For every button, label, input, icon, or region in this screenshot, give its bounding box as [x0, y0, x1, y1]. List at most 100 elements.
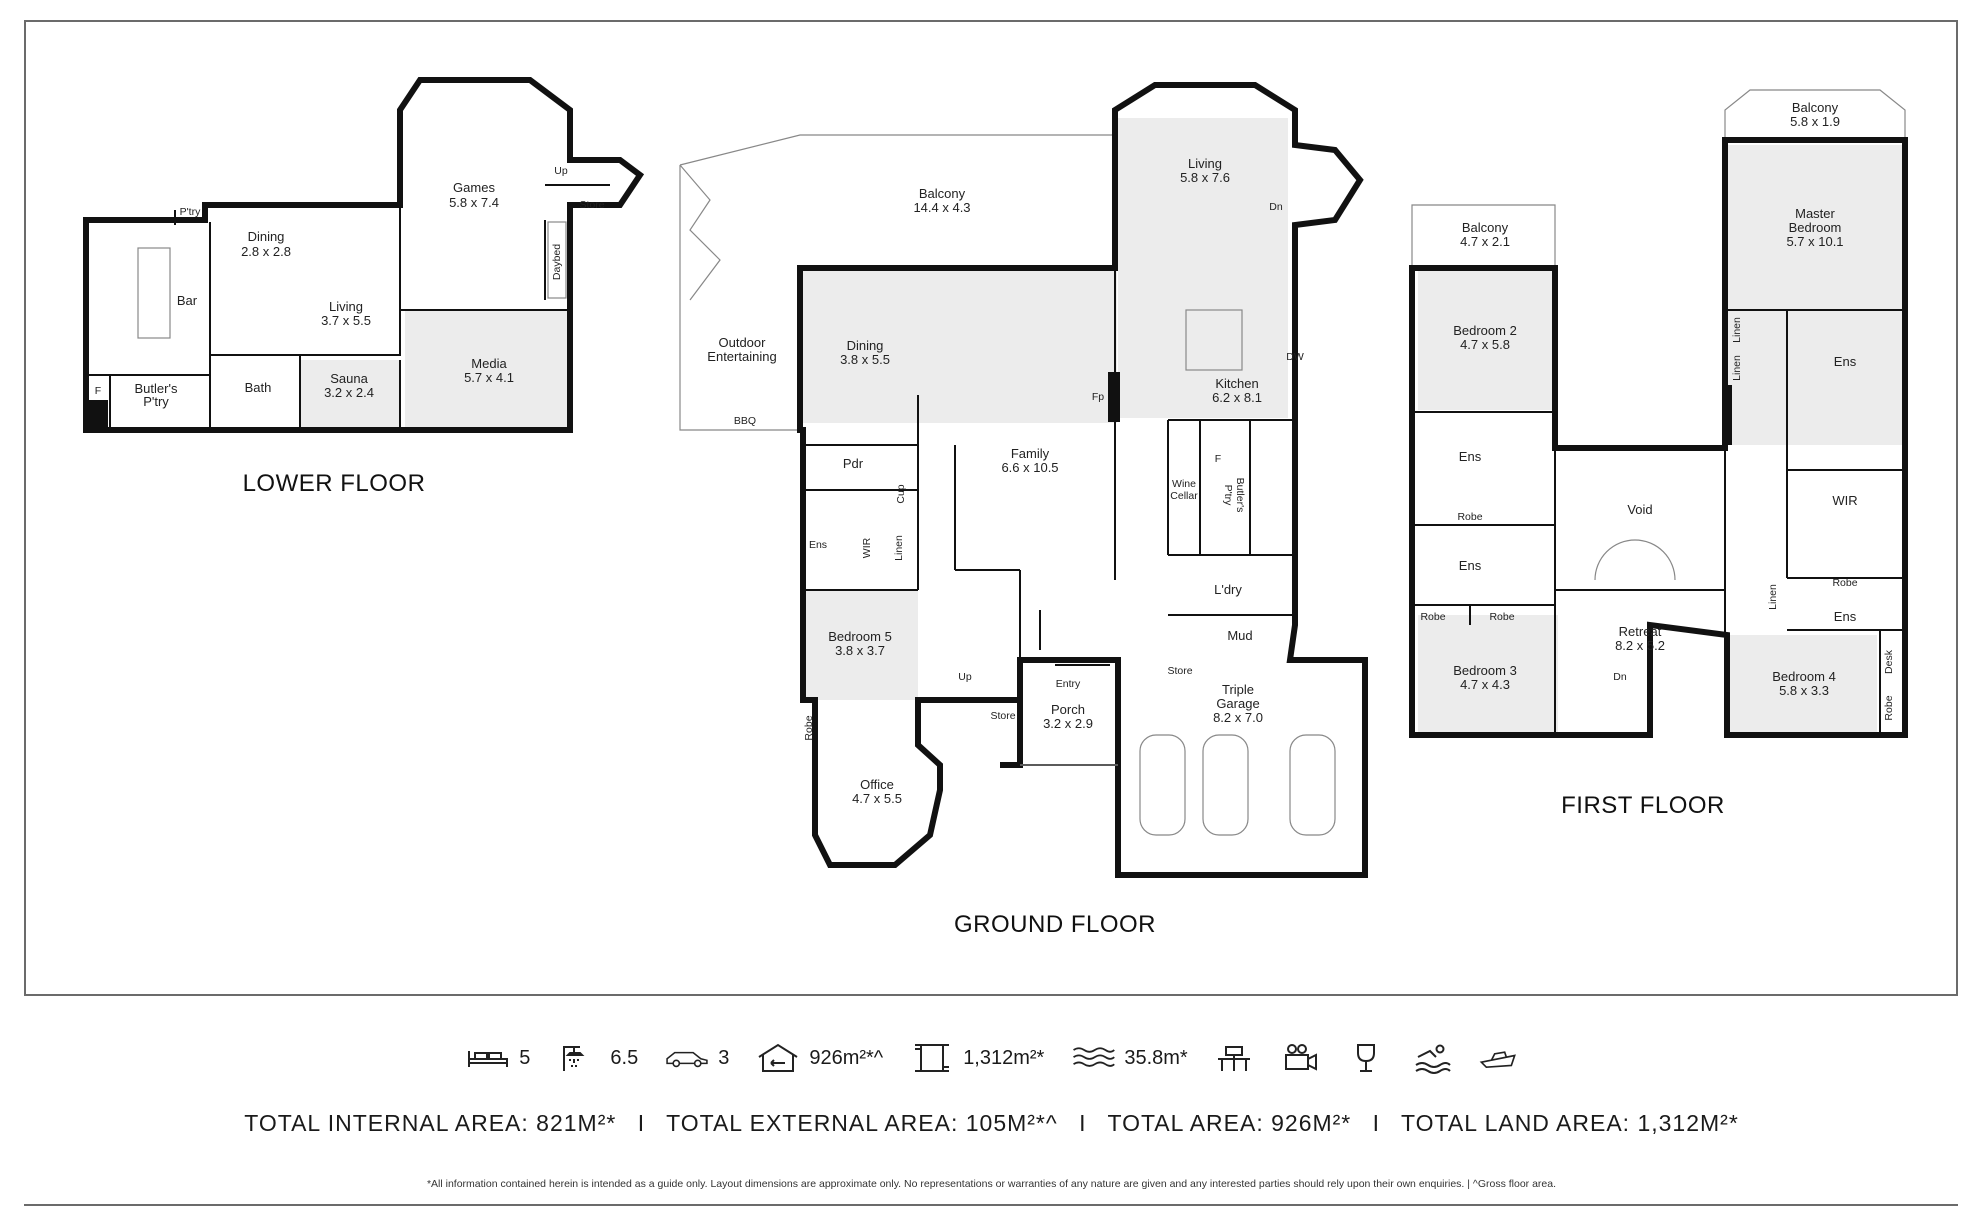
- stat-boat: [1478, 1041, 1518, 1075]
- total-area: TOTAL AREA: 926M²*: [1107, 1110, 1352, 1136]
- stat-cars: 3: [664, 1041, 729, 1075]
- property-stats: 5 6.5 3 926m²*^ 1,312m²* 35.8m*: [0, 1038, 1983, 1078]
- first-balcony2-outline: [1411, 204, 1556, 268]
- ground-robe: Robe: [803, 715, 815, 740]
- lower-sauna-fill: [300, 360, 400, 430]
- ground-car-3: [1289, 734, 1336, 836]
- floorplan-frame: [24, 20, 1958, 996]
- ground-bed5-dims: 3.8 x 3.7: [835, 643, 885, 658]
- ground-living-name: Living: [1188, 156, 1222, 171]
- ground-up: Up: [958, 671, 972, 683]
- first-robe4: Robe: [1883, 695, 1895, 720]
- stat-bathrooms: 6.5: [556, 1041, 638, 1075]
- pool-value: 35.8m*: [1124, 1046, 1188, 1069]
- ground-office-name: Office: [860, 777, 894, 792]
- totals-separator-3: I: [1372, 1110, 1381, 1136]
- first-robe-bed2: Robe: [1457, 511, 1482, 523]
- first-ens-bed2: Ens: [1459, 449, 1482, 464]
- stat-wine: [1346, 1041, 1386, 1075]
- ground-garage-dims: 8.2 x 7.0: [1213, 710, 1263, 725]
- ground-outdoor-name2: Entertaining: [707, 349, 776, 364]
- ground-mud: Mud: [1227, 628, 1252, 643]
- shower-icon: [563, 1046, 585, 1071]
- lower-floor: Games 5.8 x 7.4 Dining 2.8 x 2.8 P'try B…: [83, 77, 645, 497]
- ground-butlers-name2: P'try: [1222, 485, 1234, 506]
- house-area-icon: [758, 1043, 798, 1072]
- first-bed2-dims: 4.7 x 5.8: [1460, 337, 1510, 352]
- first-bed4-dims: 5.8 x 3.3: [1779, 683, 1829, 698]
- stat-study: [1214, 1041, 1254, 1075]
- first-robe3a: Robe: [1420, 611, 1445, 623]
- first-dark-block: [1722, 385, 1732, 445]
- totals-separator-2: I: [1079, 1110, 1087, 1136]
- lower-living-name: Living: [329, 299, 363, 314]
- lower-living-dims: 3.7 x 5.5: [321, 313, 371, 328]
- ground-porch-wall: [940, 697, 1023, 768]
- first-bed3-dims: 4.7 x 4.3: [1460, 677, 1510, 692]
- first-bed3-fill: [1418, 615, 1558, 735]
- land-area-value: 1,312m²*: [963, 1046, 1045, 1069]
- first-balcony1-outline: [1724, 89, 1906, 140]
- ground-butlers-name: Butler's: [1234, 478, 1246, 513]
- ground-wall-3: [1114, 268, 1295, 616]
- first-robe-master: Robe: [1832, 577, 1857, 589]
- ground-dw: DW: [1286, 351, 1304, 363]
- first-master-dims: 5.7 x 10.1: [1786, 234, 1843, 249]
- ground-wine-name: Wine: [1172, 478, 1196, 490]
- first-bed4-fill: [1727, 635, 1877, 735]
- lower-dark-block: [86, 400, 108, 430]
- lower-floor-title: LOWER FLOOR: [243, 470, 426, 497]
- bathrooms-count: 6.5: [610, 1046, 639, 1069]
- lower-outer-wall: [83, 77, 645, 433]
- ground-store1: Store: [1167, 665, 1192, 677]
- lower-media-dims: 5.7 x 4.1: [464, 370, 514, 385]
- floor-area-value: 926m²*^: [809, 1046, 884, 1069]
- lower-media-name: Media: [471, 356, 507, 371]
- lower-wall-5: [174, 184, 610, 300]
- lower-store-name: Store: [579, 199, 604, 211]
- car-icon: [666, 1051, 708, 1068]
- ground-office-dims: 4.7 x 5.5: [852, 791, 902, 806]
- total-land: TOTAL LAND AREA: 1,312M²*: [1401, 1110, 1739, 1136]
- lower-bar-name: Bar: [177, 293, 198, 308]
- pool-icon: [1073, 1047, 1116, 1067]
- ground-porch-dims: 3.2 x 2.9: [1043, 716, 1093, 731]
- first-bed4-name: Bedroom 4: [1772, 669, 1836, 684]
- first-floor: Balcony 5.8 x 1.9 Master Bedroom 5.7 x 1…: [1409, 89, 1908, 819]
- wine-icon: [1356, 1044, 1375, 1072]
- stat-cinema: [1280, 1041, 1320, 1075]
- lower-dining-name: Dining: [248, 229, 285, 244]
- ground-dining-dims: 3.8 x 5.5: [840, 352, 890, 367]
- lower-daybed: [547, 221, 567, 299]
- first-void: Void: [1627, 502, 1652, 517]
- land-area-icon: [915, 1044, 950, 1072]
- first-balcony1-dims: 5.8 x 1.9: [1790, 114, 1840, 129]
- ground-family-name: Family: [1011, 446, 1050, 461]
- ground-wall-2: [954, 445, 1021, 660]
- bed-icon: [468, 1051, 509, 1067]
- ground-cup: Cup: [895, 484, 907, 503]
- first-ens-master: Ens: [1834, 354, 1857, 369]
- ground-floor: Balcony 14.4 x 4.3 Living 5.8 x 7.6 Outd…: [679, 82, 1368, 938]
- cars-count: 3: [718, 1046, 730, 1069]
- first-master-name2: Bedroom: [1789, 220, 1842, 235]
- first-ens4: Ens: [1834, 609, 1857, 624]
- ground-fireplace: [1108, 372, 1120, 422]
- ground-fp: Fp: [1092, 391, 1104, 403]
- first-bed2-fill: [1418, 270, 1553, 410]
- lower-wall-1: [209, 222, 570, 356]
- lower-wall-3: [209, 355, 401, 430]
- lower-sauna-name: Sauna: [330, 371, 368, 386]
- first-balcony2-dims: 4.7 x 2.1: [1460, 234, 1510, 249]
- stat-pool: 35.8m*: [1070, 1041, 1188, 1075]
- first-outer-wall: [1409, 137, 1908, 738]
- ground-car-2: [1202, 734, 1249, 836]
- ground-living-fill: [1118, 118, 1288, 418]
- stat-bedrooms: 5: [465, 1041, 530, 1075]
- first-floor-title: FIRST FLOOR: [1561, 792, 1725, 819]
- ground-ens: Ens: [809, 539, 827, 551]
- ground-wall-1: [803, 395, 919, 591]
- ground-garage-name: Triple: [1222, 682, 1254, 697]
- first-linen1: Linen: [1731, 317, 1743, 343]
